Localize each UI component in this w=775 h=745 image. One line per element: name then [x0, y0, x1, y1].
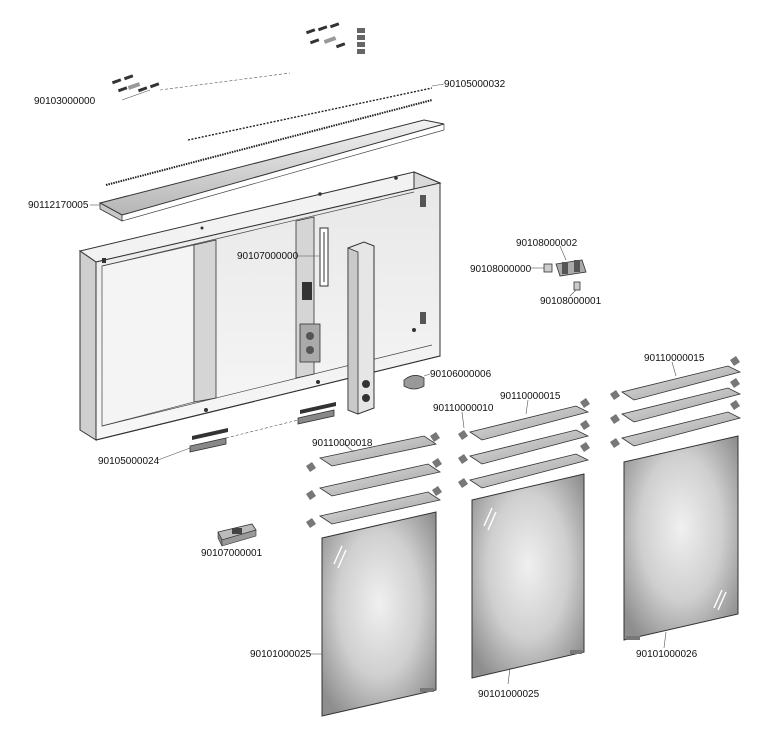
transformer-unit	[217, 523, 257, 547]
label-clip-small: 90108000001	[540, 296, 602, 307]
cabinet-body	[78, 171, 442, 441]
bottom-strips	[189, 402, 336, 453]
label-shelf-right: 90110000015	[644, 353, 705, 364]
mirror-door-left	[321, 511, 437, 717]
screw-set-top-right	[305, 22, 365, 54]
label-door-left: 90101000025	[250, 649, 312, 660]
label-top-screws: 90103000000	[34, 96, 96, 107]
screw-set-top-left	[111, 74, 160, 93]
label-shelf-clips: 90110000010	[433, 403, 494, 414]
socket-block	[403, 375, 425, 390]
label-bottom-strips: 90105000024	[98, 456, 160, 467]
label-shelf-left: 90110000018	[312, 438, 373, 449]
top-cover-profile	[98, 119, 445, 222]
label-rail-strip: 90105000032	[444, 79, 506, 90]
mirror-door-mid	[471, 473, 585, 679]
label-bracket-set: 90108000002	[516, 238, 578, 249]
hinge-bracket	[543, 259, 587, 291]
label-door-right: 90101000026	[636, 649, 698, 660]
label-top-cover: 90112170005	[28, 200, 89, 211]
label-socket-block: 90106000006	[430, 369, 492, 380]
shelf-set-left	[306, 432, 442, 528]
label-transformer: 90107000001	[201, 548, 263, 559]
led-rail-strip	[105, 87, 433, 186]
shelf-set-right	[610, 356, 742, 448]
light-unit	[299, 227, 329, 363]
mirror-door-right	[623, 435, 739, 641]
shelf-set-mid	[458, 398, 590, 489]
label-shelf-mid: 90110000015	[500, 391, 561, 402]
socket-profile	[347, 241, 375, 415]
label-clip: 90108000000	[470, 264, 532, 275]
anchor-plugs-icon	[357, 28, 365, 54]
label-door-mid: 90101000025	[478, 689, 540, 700]
label-light-unit: 90107000000	[237, 251, 299, 262]
